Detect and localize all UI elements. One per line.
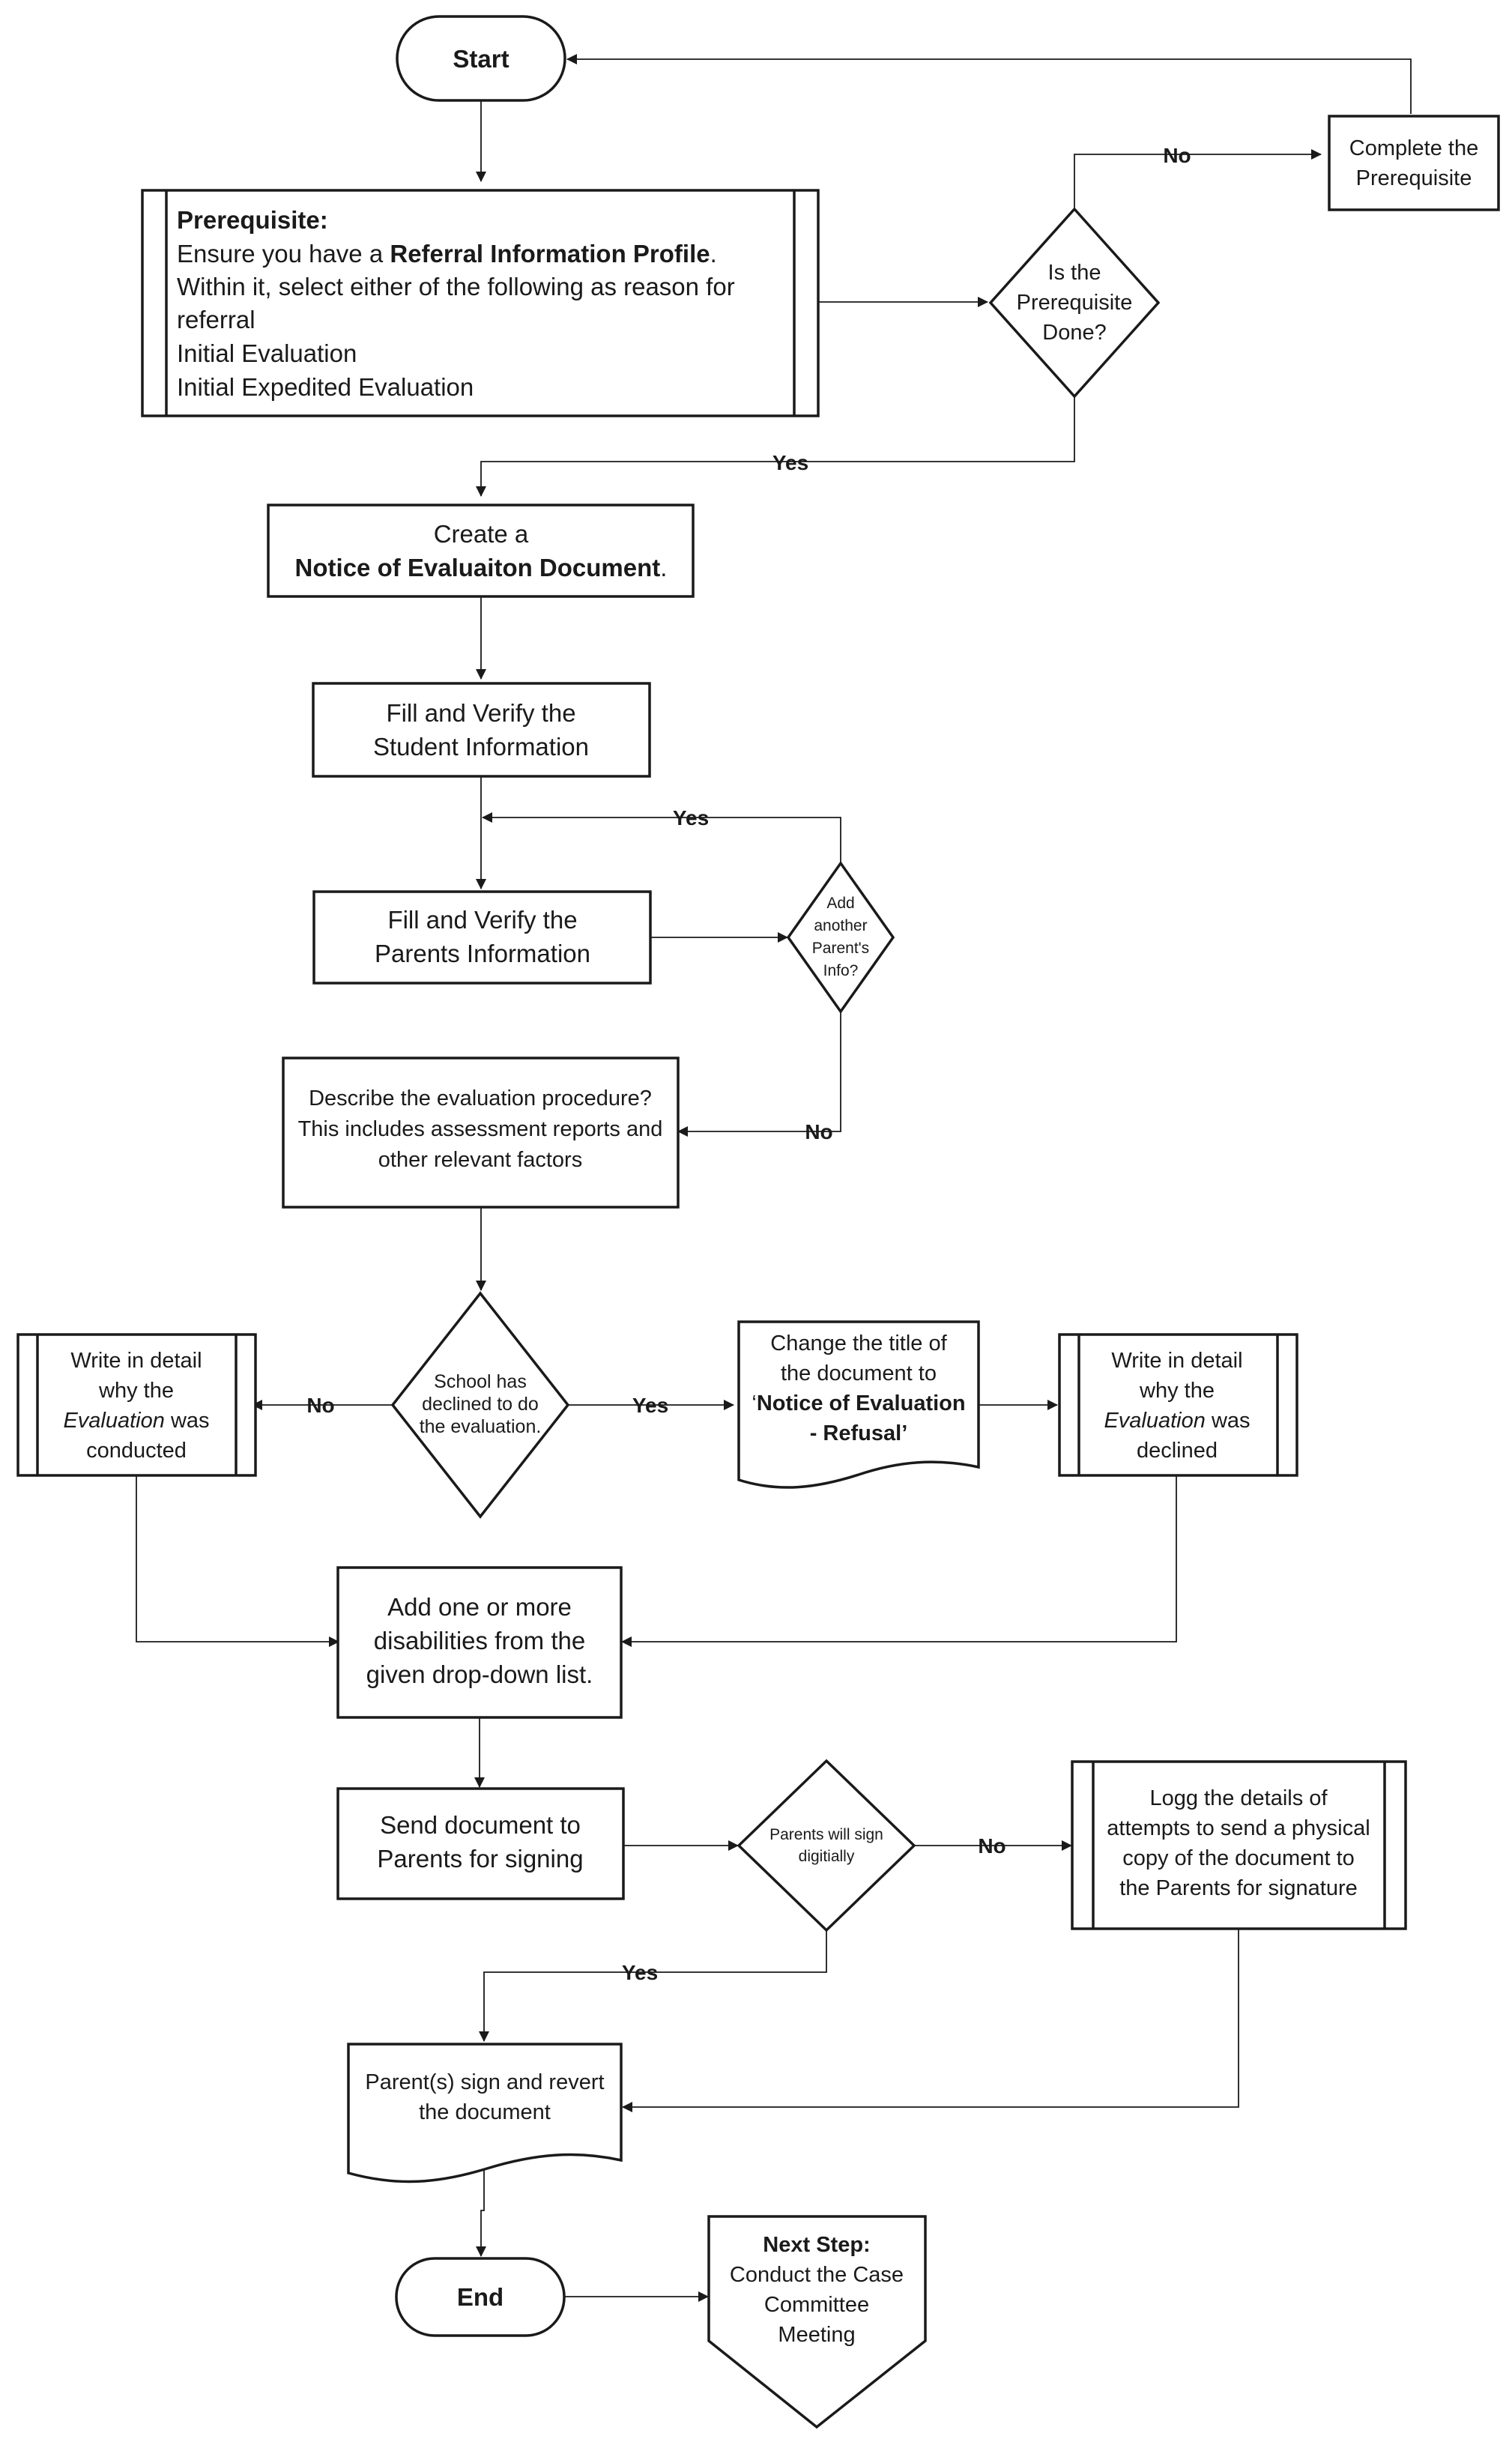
start-terminator: Start bbox=[396, 15, 566, 102]
next-step-line1: Conduct the Case bbox=[730, 2263, 904, 2287]
prerequisite-line1: Ensure you have a Referral Information P… bbox=[177, 240, 717, 268]
change-title-line2: the document to bbox=[781, 1361, 937, 1385]
connector-conducted-to-disabilities bbox=[136, 1475, 339, 1647]
label-yes-school: Yes bbox=[632, 1394, 668, 1417]
describe-line2: This includes assessment reports and bbox=[298, 1117, 663, 1141]
declined-line4: declined bbox=[1137, 1439, 1218, 1463]
change-title-line3: ‘Notice of Evaluation bbox=[752, 1391, 965, 1415]
conducted-line1: Write in detail bbox=[70, 1349, 202, 1373]
add-parent-line4: Info? bbox=[823, 962, 859, 979]
change-title-line1: Change the title of bbox=[770, 1332, 947, 1356]
school-declined-decision: School has declined to do the evaluation… bbox=[390, 1291, 570, 1519]
connector-logg-to-parents-sign bbox=[622, 1929, 1239, 2112]
add-parent-decision: Add another Parent's Info? bbox=[786, 860, 895, 1015]
fill-parents-line2: Parents Information bbox=[375, 940, 590, 967]
prereq-decision-line3: Done? bbox=[1042, 321, 1106, 345]
connectors bbox=[136, 54, 1412, 2302]
complete-prereq-line2: Prerequisite bbox=[1356, 166, 1472, 190]
label-yes-sign: Yes bbox=[622, 1961, 658, 1984]
next-step-heading: Next Step: bbox=[763, 2233, 870, 2257]
label-yes-prerequisite: Yes bbox=[772, 451, 808, 474]
send-document-line1: Send document to bbox=[380, 1811, 581, 1839]
fill-student-line1: Fill and Verify the bbox=[386, 699, 575, 727]
change-title-document: Change the title of the document to ‘Not… bbox=[737, 1320, 980, 1489]
logg-line1: Logg the details of bbox=[1149, 1786, 1328, 1810]
add-parent-line3: Parent's bbox=[812, 940, 869, 957]
parents-sign-line2: the document bbox=[419, 2100, 551, 2124]
prerequisite-done-decision: Is the Prerequisite Done? bbox=[988, 207, 1161, 399]
fill-student-box: Fill and Verify the Student Information bbox=[312, 682, 651, 778]
label-no-add-parent: No bbox=[805, 1120, 832, 1143]
logg-line2: attempts to send a physical bbox=[1107, 1816, 1370, 1840]
end-label: End bbox=[457, 2283, 504, 2311]
label-no-school: No bbox=[306, 1394, 334, 1417]
prereq-decision-line2: Prerequisite bbox=[1017, 291, 1133, 315]
add-disabilities-box: Add one or more disabilities from the gi… bbox=[336, 1566, 623, 1719]
create-notice-box: Create a Notice of Evaluaiton Document. bbox=[267, 504, 695, 598]
school-decision-line1: School has bbox=[434, 1371, 527, 1392]
connector-decision-yes-to-create bbox=[476, 396, 1075, 497]
declined-line3: Evaluation was bbox=[1104, 1409, 1250, 1433]
conducted-line4: conducted bbox=[86, 1439, 187, 1463]
complete-prerequisite-box: Complete the Prerequisite bbox=[1328, 115, 1500, 211]
connector-add-parent-no-to-describe bbox=[677, 1011, 841, 1137]
prerequisite-line3: referral bbox=[177, 306, 255, 333]
connector-labels: No Yes Yes No No Yes No Yes bbox=[306, 144, 1191, 1984]
prerequisite-heading: Prerequisite: bbox=[177, 206, 328, 234]
send-document-box: Send document to Parents for signing bbox=[336, 1787, 625, 1900]
prerequisite-process: Prerequisite: Ensure you have a Referral… bbox=[141, 189, 820, 417]
describe-line1: Describe the evaluation procedure? bbox=[309, 1086, 652, 1110]
next-step-line3: Meeting bbox=[778, 2323, 855, 2347]
create-notice-line1: Create a bbox=[434, 520, 529, 548]
sign-decision-line2: digitially bbox=[799, 1848, 855, 1865]
connector-declined-to-disabilities bbox=[621, 1475, 1177, 1647]
create-notice-line2: Notice of Evaluaiton Document. bbox=[295, 554, 668, 581]
connector-decision-no-to-complete bbox=[1074, 149, 1322, 208]
next-step-connector: Next Step: Conduct the Case Committee Me… bbox=[707, 2215, 927, 2429]
start-label: Start bbox=[453, 45, 509, 73]
prerequisite-line4: Initial Evaluation bbox=[177, 339, 357, 367]
end-terminator: End bbox=[395, 2257, 566, 2337]
change-title-line4: - Refusal’ bbox=[810, 1421, 908, 1445]
label-yes-add-parent: Yes bbox=[673, 806, 709, 829]
write-conducted-process: Write in detail why the Evaluation was c… bbox=[16, 1333, 257, 1477]
parents-sign-line1: Parent(s) sign and revert bbox=[365, 2070, 604, 2094]
next-step-line2: Committee bbox=[764, 2293, 869, 2317]
write-declined-process: Write in detail why the Evaluation was d… bbox=[1058, 1333, 1298, 1477]
send-document-line2: Parents for signing bbox=[377, 1845, 583, 1873]
declined-line2: why the bbox=[1139, 1379, 1215, 1403]
disabilities-line3: given drop-down list. bbox=[366, 1660, 593, 1688]
connector-complete-to-start bbox=[566, 54, 1412, 114]
prerequisite-line2: Within it, select either of the followin… bbox=[177, 273, 735, 300]
connector-add-parent-yes-loop bbox=[482, 812, 841, 862]
describe-line3: other relevant factors bbox=[378, 1148, 582, 1172]
logg-details-process: Logg the details of attempts to send a p… bbox=[1071, 1760, 1407, 1930]
fill-parents-box: Fill and Verify the Parents Information bbox=[312, 890, 652, 985]
sign-decision-line1: Parents will sign bbox=[769, 1826, 883, 1843]
disabilities-line1: Add one or more bbox=[387, 1593, 572, 1621]
conducted-line2: why the bbox=[98, 1379, 174, 1403]
label-no-sign: No bbox=[978, 1834, 1006, 1858]
prereq-decision-line1: Is the bbox=[1048, 261, 1101, 285]
logg-line4: the Parents for signature bbox=[1119, 1876, 1358, 1900]
parents-sign-document: Parent(s) sign and revert the document bbox=[347, 2043, 623, 2183]
conducted-line3: Evaluation was bbox=[63, 1409, 209, 1433]
fill-student-line2: Student Information bbox=[373, 733, 589, 761]
declined-line1: Write in detail bbox=[1111, 1349, 1242, 1373]
prerequisite-line5: Initial Expedited Evaluation bbox=[177, 373, 474, 401]
add-parent-line2: another bbox=[814, 917, 867, 934]
logg-line3: copy of the document to bbox=[1122, 1846, 1355, 1870]
school-decision-line2: declined to do bbox=[422, 1394, 539, 1415]
complete-prereq-line1: Complete the bbox=[1349, 136, 1479, 160]
sign-digitally-decision: Parents will sign digitially bbox=[737, 1759, 916, 1932]
disabilities-line2: disabilities from the bbox=[374, 1627, 585, 1654]
label-no-prerequisite: No bbox=[1163, 144, 1191, 167]
add-parent-line1: Add bbox=[826, 895, 854, 912]
connector-parents-sign-to-end bbox=[476, 2169, 486, 2257]
describe-evaluation-box: Describe the evaluation procedure? This … bbox=[282, 1057, 680, 1209]
school-decision-line3: the evaluation. bbox=[420, 1416, 542, 1437]
connector-sign-yes-to-parents-sign bbox=[479, 1929, 827, 2042]
fill-parents-line1: Fill and Verify the bbox=[387, 906, 577, 934]
